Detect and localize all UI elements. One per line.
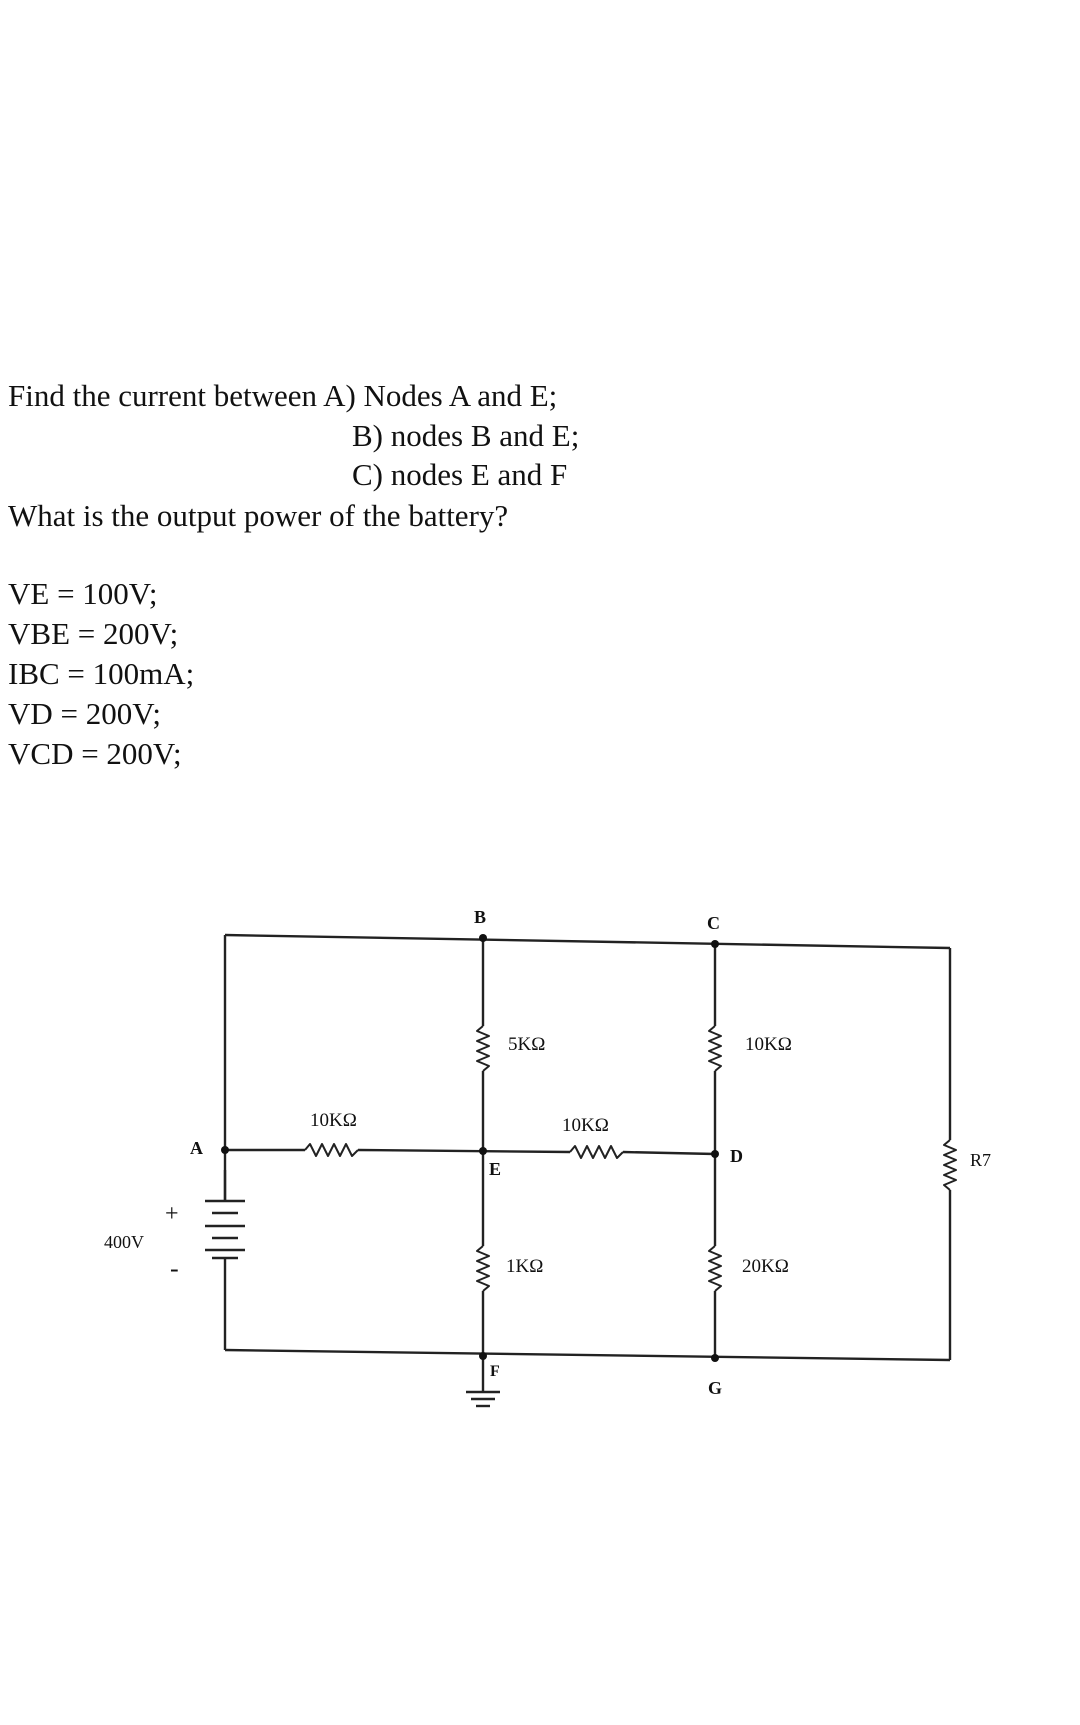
question-line-1: Find the current between A) Nodes A and … [8, 378, 558, 413]
node-dot-c [711, 940, 719, 948]
node-dot-a [221, 1146, 229, 1154]
node-dot-f [479, 1352, 487, 1360]
wire-bottom [224, 1348, 951, 1362]
node-dot-e [479, 1147, 487, 1155]
resistor-r7 [943, 1139, 957, 1191]
resistor-be [476, 1025, 490, 1072]
wire-to-d [622, 1150, 716, 1156]
resistor-ef [476, 1245, 490, 1292]
resistor-label-ed: 10KΩ [562, 1115, 609, 1136]
resistor-label-cd: 10KΩ [745, 1034, 792, 1055]
node-label-a: A [190, 1138, 203, 1158]
resistor-label-ef: 1KΩ [506, 1256, 543, 1277]
resistor-label-r7: R7 [970, 1150, 991, 1170]
node-label-d: D [730, 1146, 743, 1166]
given-vd: VD = 200V; [8, 696, 161, 731]
resistor-ed [569, 1145, 624, 1159]
node-label-c: C [707, 913, 720, 933]
node-label-g: G [708, 1378, 722, 1398]
wire-top [224, 933, 951, 950]
node-label-e: E [489, 1159, 501, 1179]
node-label-b: B [474, 907, 486, 927]
resistor-ae [304, 1143, 359, 1157]
resistor-label-be: 5KΩ [508, 1034, 545, 1055]
battery-plus-sign: + [165, 1201, 179, 1227]
question-line-4: What is the output power of the battery? [8, 498, 509, 533]
node-dot-d [711, 1150, 719, 1158]
battery-voltage-label: 400V [104, 1232, 144, 1252]
resistor-label-ae: 10KΩ [310, 1110, 357, 1131]
question-line-3: C) nodes E and F [352, 457, 568, 492]
given-vcd: VCD = 200V; [8, 736, 182, 771]
node-label-f: F [490, 1363, 500, 1380]
question-line-2: B) nodes B and E; [352, 418, 580, 453]
node-dot-b [479, 934, 487, 942]
node-dot-g [711, 1354, 719, 1362]
given-vbe: VBE = 200V; [8, 616, 179, 651]
resistor-label-dg: 20KΩ [742, 1256, 789, 1277]
given-ve: VE = 100V; [8, 576, 158, 611]
resistor-dg [708, 1245, 722, 1292]
battery-minus-sign: - [170, 1254, 179, 1283]
resistor-cd [708, 1025, 722, 1072]
wire-a-e-d [357, 1148, 571, 1154]
given-ibc: IBC = 100mA; [8, 656, 195, 691]
